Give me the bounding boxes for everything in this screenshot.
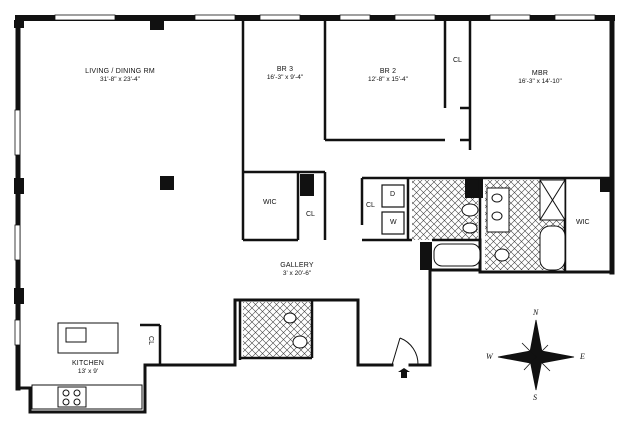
- compass-rose-icon: [497, 319, 575, 391]
- powder-room-tile: [243, 302, 311, 357]
- room-dimensions: 3' x 20'-6": [282, 270, 312, 277]
- gallery-label: GALLERY 3' x 20'-6": [262, 262, 332, 278]
- dryer-label: D: [390, 191, 396, 198]
- master-bedroom-label: MBR 16'-3" x 14'-10": [500, 70, 580, 86]
- room-name: KITCHEN: [71, 360, 105, 367]
- compass-west: W: [486, 352, 493, 361]
- room-dimensions: 16'-3" x 9'-4": [266, 74, 304, 81]
- living-dining-room-label: LIVING / DINING RM 31'-8" x 23'-4": [65, 68, 175, 84]
- washer-label: W: [390, 219, 397, 226]
- closet-kitchen-label: CL: [146, 336, 154, 345]
- kitchen-counter: [31, 322, 143, 410]
- kitchen-label: KITCHEN 13' x 9': [58, 360, 118, 376]
- interior-walls: [140, 18, 612, 365]
- compass-south: S: [533, 393, 537, 402]
- room-name: MBR: [531, 70, 549, 77]
- walk-in-closet-mbr-label: WIC: [576, 219, 590, 226]
- room-name: BR 2: [379, 68, 397, 75]
- entry-door: [391, 337, 419, 366]
- structural-columns: [14, 18, 612, 304]
- bedroom-2-label: BR 2 12'-8" x 15'-4": [350, 68, 426, 84]
- closet-laundry-label: CL: [366, 202, 375, 209]
- room-name: LIVING / DINING RM: [85, 68, 155, 75]
- walk-in-closet-br3-label: WIC: [263, 199, 277, 206]
- closet-top-label: CL: [453, 57, 462, 64]
- room-dimensions: 12'-8" x 15'-4": [368, 76, 408, 83]
- entry-arrow-icon: [398, 368, 410, 378]
- room-name: BR 3: [276, 66, 294, 73]
- bedroom-3-label: BR 3 16'-3" x 9'-4": [250, 66, 320, 82]
- room-dimensions: 13' x 9': [77, 368, 99, 375]
- room-dimensions: 16'-3" x 14'-10": [518, 78, 562, 85]
- bath-fixtures: [283, 179, 566, 349]
- stove-burners: [62, 389, 81, 406]
- compass-north: N: [533, 308, 539, 317]
- closet-br3-label: CL: [306, 211, 315, 218]
- room-dimensions: 31'-8" x 23'-4": [100, 76, 140, 83]
- compass-east: E: [580, 352, 585, 361]
- washer-dryer: [381, 184, 405, 235]
- windows: [14, 14, 596, 346]
- room-name: GALLERY: [280, 262, 314, 269]
